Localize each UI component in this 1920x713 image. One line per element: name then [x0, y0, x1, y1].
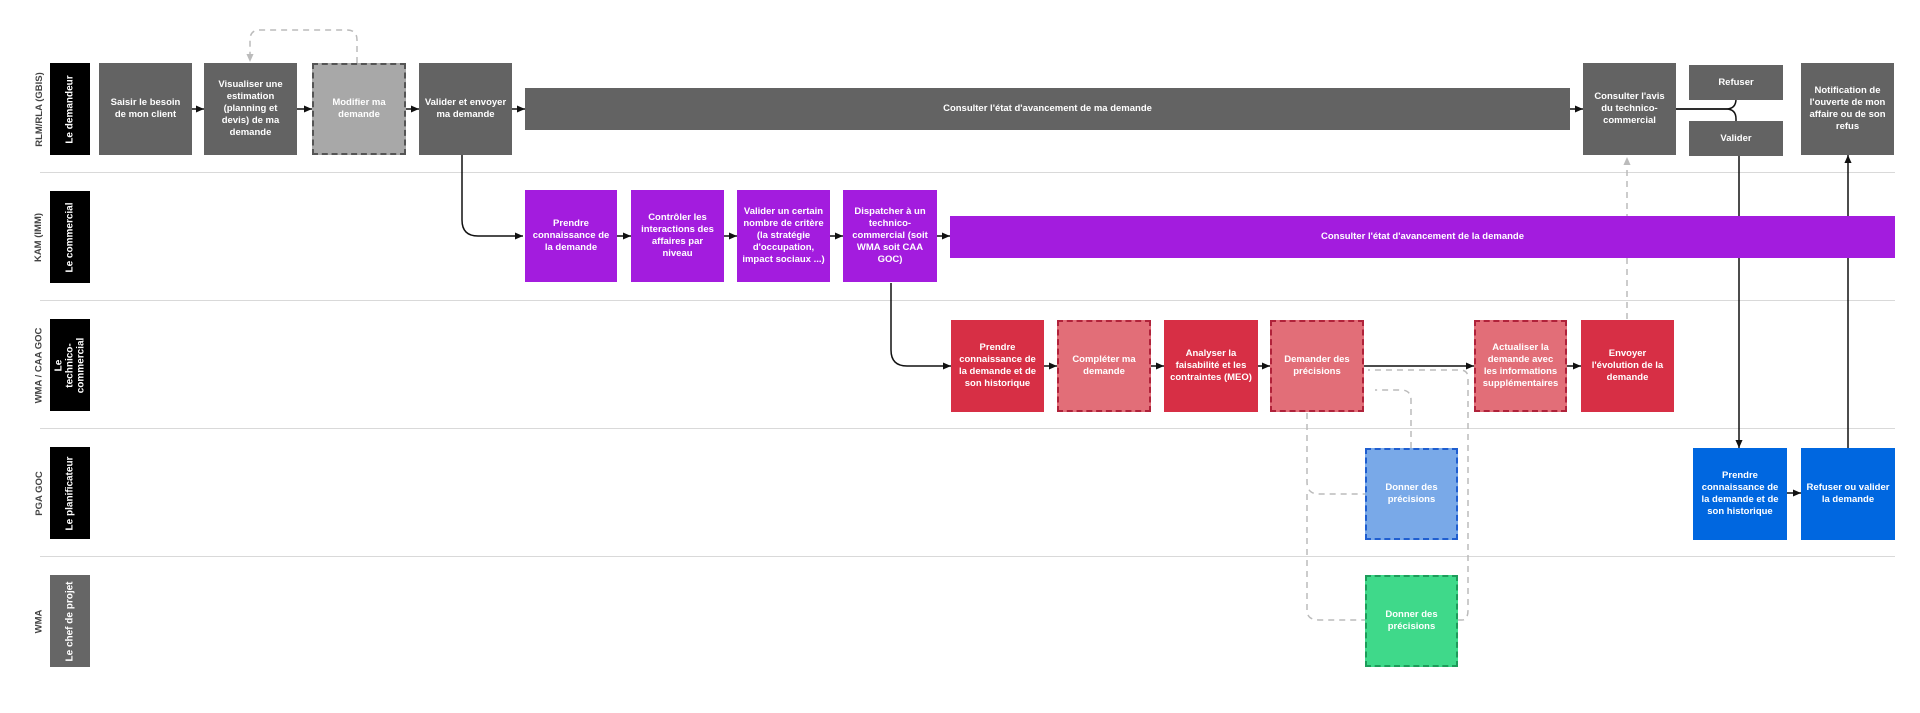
step-completer-demande: Compléter ma demande	[1057, 320, 1151, 412]
step-dispatcher: Dispatcher à un technico-commercial (soi…	[843, 190, 937, 282]
step-refuser-ou-valider: Refuser ou valider la demande	[1801, 448, 1895, 540]
lane-separator	[40, 428, 1895, 429]
step-consulter-etat-la-demande: Consulter l'état d'avancement de la dema…	[950, 216, 1895, 258]
step-modifier-demande: Modifier ma demande	[312, 63, 406, 155]
step-envoyer-evolution: Envoyer l'évolution de la demande	[1581, 320, 1674, 412]
lane-separator	[40, 556, 1895, 557]
step-valider-envoyer: Valider et envoyer ma demande	[419, 63, 512, 155]
lane-label-chef: Le chef de projet	[50, 575, 90, 667]
step-donner-precisions-pga: Donner des précisions	[1365, 448, 1458, 540]
step-visualiser-estimation: Visualiser une estimation (planning et d…	[204, 63, 297, 155]
step-refuser: Refuser	[1689, 65, 1783, 100]
step-valider-criteres: Valider un certain nombre de critère (la…	[737, 190, 830, 282]
lane-label-commercial: Le commercial	[50, 191, 90, 283]
step-demander-precisions: Demander des précisions	[1270, 320, 1364, 412]
step-notification: Notification de l'ouverte de mon affaire…	[1801, 63, 1894, 155]
arrow-valider-to-kam	[461, 155, 523, 240]
step-prendre-connaissance-tc: Prendre connaissance de la demande et de…	[951, 320, 1044, 412]
step-valider: Valider	[1689, 121, 1783, 156]
step-prendre-connaissance-kam: Prendre connaissance de la demande	[525, 190, 617, 282]
step-consulter-avis: Consulter l'avis du technico-commercial	[1583, 63, 1676, 155]
step-prendre-connaissance-pga: Prendre connaissance de la demande et de…	[1693, 448, 1787, 540]
lane-label-demandeur: Le demandeur	[50, 63, 90, 155]
step-donner-precisions-chef: Donner des précisions	[1365, 575, 1458, 667]
dashed-chef-to-actualiser	[1368, 369, 1469, 621]
dashed-demander-to-chef	[1306, 494, 1365, 621]
dashed-pga-to-actualiser	[1375, 389, 1412, 448]
lane-separator	[40, 172, 1895, 173]
lane-label-technico: Le technico-commercial	[50, 319, 90, 411]
arrow-dispatcher-to-tc	[890, 283, 951, 370]
step-analyser-faisabilite: Analyser la faisabilité et les contraint…	[1164, 320, 1258, 412]
dashed-demander-to-pga	[1306, 413, 1365, 495]
step-consulter-etat-ma-demande: Consulter l'état d'avancement de ma dema…	[525, 88, 1570, 130]
step-saisir-besoin: Saisir le besoin de mon client	[99, 63, 192, 155]
lane-label-planificateur: Le planificateur	[50, 447, 90, 539]
lane-separator	[40, 300, 1895, 301]
step-controler-interactions: Contrôler les interactions des affaires …	[631, 190, 724, 282]
step-actualiser-demande: Actualiser la demande avec les informati…	[1474, 320, 1567, 412]
dashed-loop-modifier-visualiser	[246, 29, 358, 63]
